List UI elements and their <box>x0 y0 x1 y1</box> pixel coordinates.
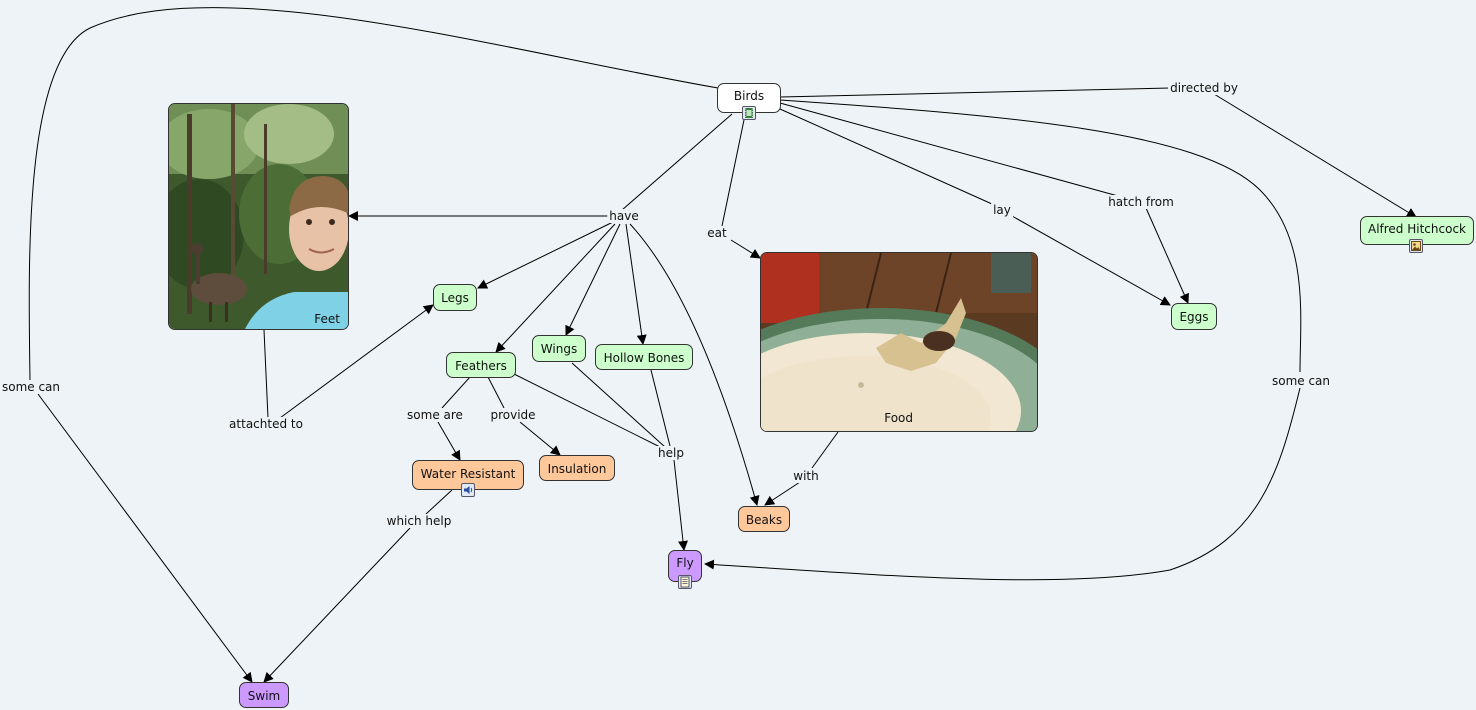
line-attached-legs <box>279 304 434 419</box>
line-feathers-help <box>509 371 661 448</box>
line-birds-lay <box>779 108 993 205</box>
link-label-hatch-from[interactable]: hatch from <box>1106 195 1176 209</box>
image-icon[interactable] <box>1409 239 1423 253</box>
concept-legs[interactable]: Legs <box>433 284 477 311</box>
line-birds-directed <box>779 87 1171 98</box>
link-label-lay[interactable]: lay <box>991 203 1013 217</box>
line-help-fly <box>673 459 688 551</box>
film-icon[interactable] <box>742 106 756 120</box>
line-provide-insulation <box>519 421 561 456</box>
concept-label: Alfred Hitchcock <box>1367 222 1466 236</box>
line-birds-somecan-right <box>779 99 1302 373</box>
line-feet-attached <box>263 329 269 419</box>
link-label-help[interactable]: help <box>656 446 686 460</box>
line-birds-eat <box>721 119 745 227</box>
concept-label: Wings <box>540 342 578 356</box>
line-feathers-someare <box>441 376 471 409</box>
concept-label: Fly <box>676 556 694 570</box>
concept-label: Hollow Bones <box>603 351 685 365</box>
line-food-with <box>811 431 839 469</box>
concept-label: Feathers <box>455 359 507 373</box>
link-label-some-can-left[interactable]: some can <box>0 380 63 394</box>
line-someare-water <box>437 421 461 461</box>
concept-eggs[interactable]: Eggs <box>1171 303 1217 330</box>
document-icon[interactable] <box>678 575 692 589</box>
line-somecan-swim <box>37 393 253 683</box>
concept-label: Beaks <box>745 513 783 527</box>
link-label-some-can-right[interactable]: some can <box>1269 374 1333 388</box>
line-somecan-fly <box>704 387 1301 581</box>
link-label-have[interactable]: have <box>607 209 641 223</box>
concept-food-image[interactable]: Food <box>760 252 1038 432</box>
line-directed-hitchcock <box>1213 93 1417 218</box>
line-have-feathers <box>495 223 616 353</box>
concept-insulation[interactable]: Insulation <box>539 455 615 481</box>
line-hatch-eggs <box>1145 207 1189 304</box>
concept-label: Insulation <box>547 462 607 476</box>
concept-label: Eggs <box>1179 310 1209 324</box>
line-birds-hatch <box>779 102 1119 197</box>
concept-swim[interactable]: Swim <box>239 682 289 708</box>
concept-hollow-bones[interactable]: Hollow Bones <box>595 344 693 370</box>
line-have-hollow-bones <box>625 223 647 345</box>
audio-icon[interactable] <box>461 483 475 497</box>
concept-label: Legs <box>441 291 469 305</box>
concept-beaks[interactable]: Beaks <box>738 506 790 532</box>
link-label-eat[interactable]: eat <box>705 226 729 240</box>
line-wings-help <box>571 362 666 448</box>
line-birds-somecan-left <box>28 7 719 381</box>
link-label-some-are[interactable]: some are <box>405 408 465 422</box>
forest-photo <box>169 104 348 329</box>
line-have-legs <box>477 221 614 289</box>
line-birds-have <box>621 113 733 211</box>
link-label-provide[interactable]: provide <box>488 408 538 422</box>
line-water-whichhelp <box>425 489 453 515</box>
line-lay-eggs <box>1011 215 1171 306</box>
concept-feathers[interactable]: Feathers <box>446 352 516 378</box>
line-feathers-provide <box>487 376 505 409</box>
line-eat-food <box>730 239 761 259</box>
concept-label: Water Resistant <box>420 467 516 481</box>
concept-label: Feet <box>314 312 340 326</box>
line-have-beaks <box>629 223 760 506</box>
line-with-beaks <box>764 481 801 506</box>
concept-water-resistant[interactable]: Water Resistant <box>412 460 524 490</box>
line-have-wings <box>565 223 621 336</box>
food-photo <box>761 253 1037 431</box>
link-label-directed-by[interactable]: directed by <box>1168 81 1240 95</box>
line-whichhelp-swim <box>263 527 411 683</box>
link-label-which-help[interactable]: which help <box>384 514 454 528</box>
concept-label: Birds <box>733 89 765 103</box>
link-label-attached-to[interactable]: attachted to <box>227 417 305 431</box>
concept-feet-image[interactable]: Feet <box>168 103 349 330</box>
line-hollowbones-help <box>650 369 671 447</box>
concept-wings[interactable]: Wings <box>532 335 586 362</box>
link-label-with[interactable]: with <box>791 469 821 483</box>
concept-label: Food <box>884 411 913 425</box>
concept-label: Swim <box>247 689 281 703</box>
